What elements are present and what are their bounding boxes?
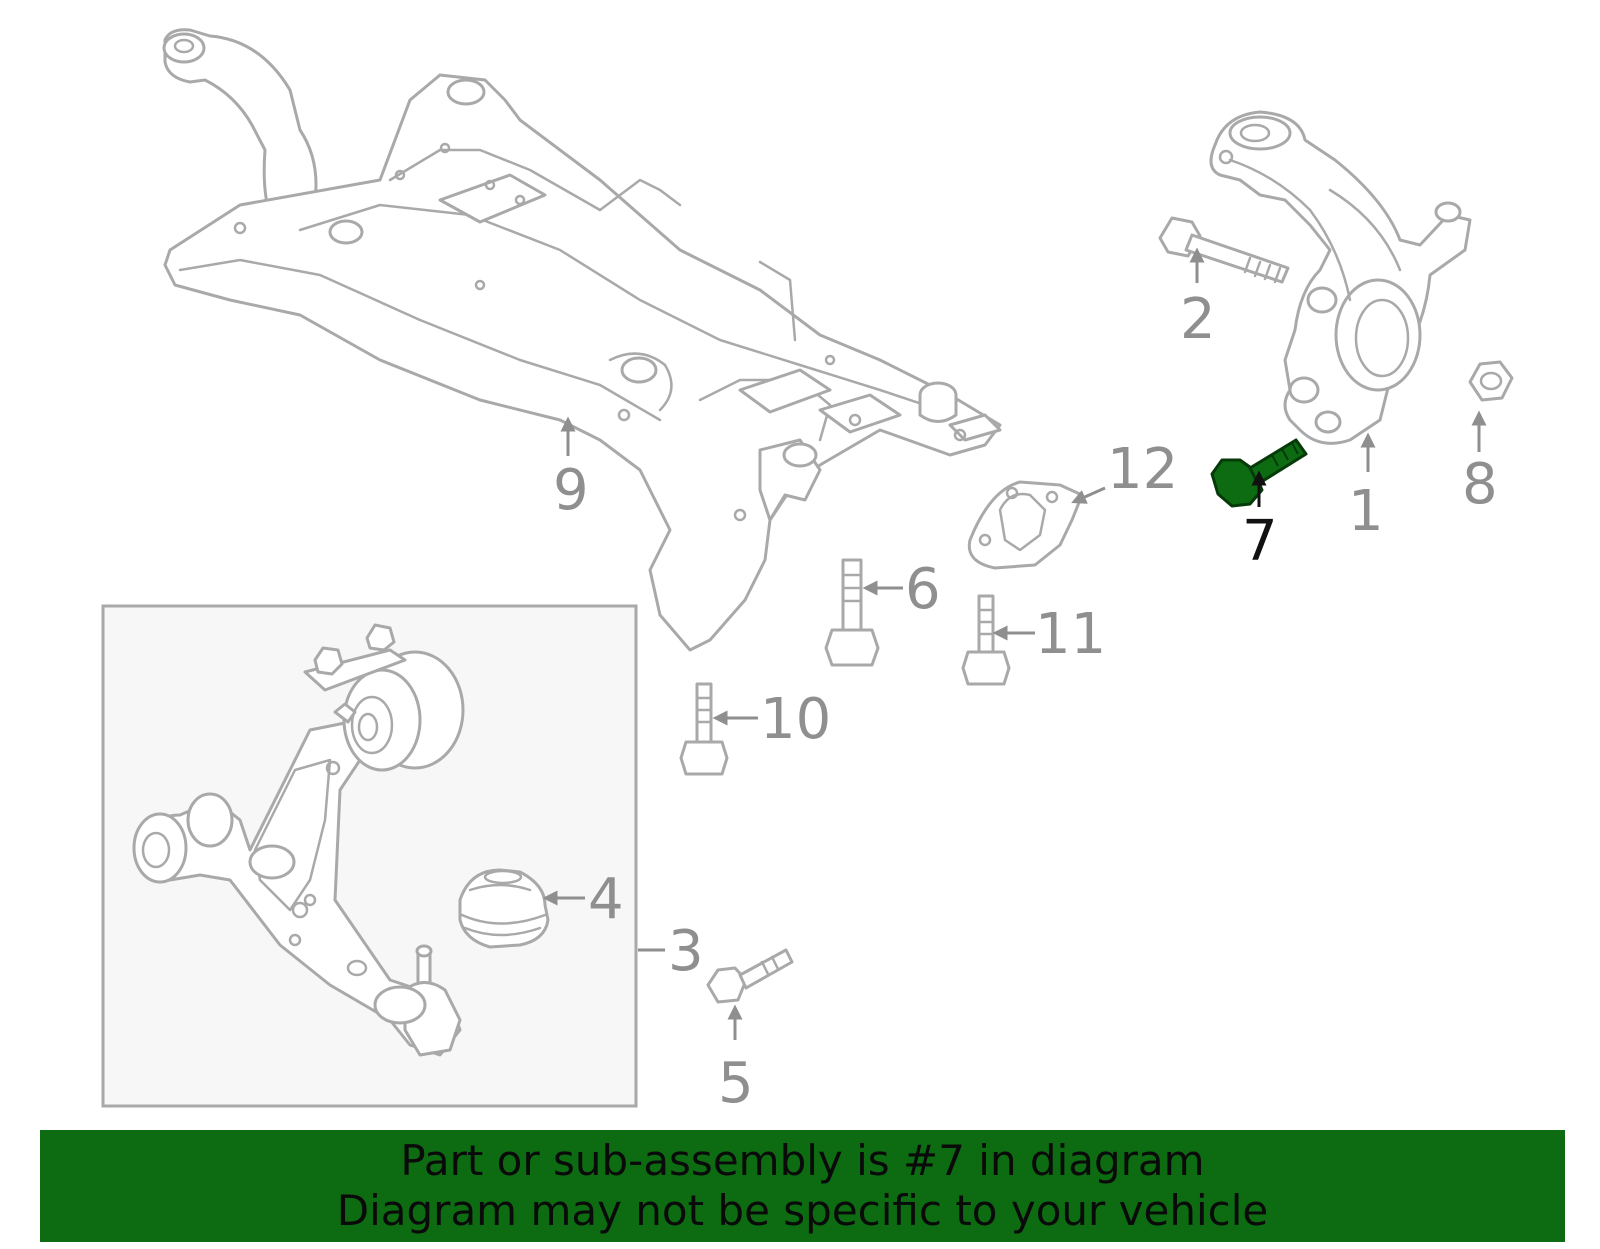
control-arm-inset-part-3[interactable] [101,604,638,1108]
callout-6: 6 [905,557,941,622]
callout-3: 3 [668,919,704,984]
bolt-part-11[interactable] [961,594,1011,686]
footer-line-1: Part or sub-assembly is #7 in diagram [400,1136,1205,1185]
callout-5: 5 [718,1051,754,1116]
footer-banner: Part or sub-assembly is #7 in diagram Di… [40,1130,1565,1242]
bolt-part-5[interactable] [706,948,794,1004]
parts-diagram: 1 2 8 7 9 12 6 11 10 4 3 5 [101,28,1514,1116]
footer-line-2: Diagram may not be specific to your vehi… [336,1186,1269,1235]
bolt-part-6[interactable] [824,558,880,667]
subframe-part-9[interactable] [162,28,1002,652]
callout-4: 4 [588,867,624,932]
callout-10: 10 [760,687,831,752]
bolt-part-10[interactable] [679,682,729,776]
steering-knuckle-part-1[interactable] [1209,110,1472,445]
callout-9: 9 [553,458,589,523]
callout-8: 8 [1462,452,1498,517]
callout-11: 11 [1035,602,1106,667]
callout-2: 2 [1180,287,1216,352]
bracket-part-12[interactable] [967,480,1084,570]
leader-12 [1071,486,1106,504]
callout-12: 12 [1107,437,1178,502]
callout-7: 7 [1242,509,1278,574]
boot-part-4[interactable] [458,868,550,949]
callout-1: 1 [1348,479,1384,544]
nut-part-8[interactable] [1468,360,1514,402]
bolt-part-2[interactable] [1158,216,1290,284]
